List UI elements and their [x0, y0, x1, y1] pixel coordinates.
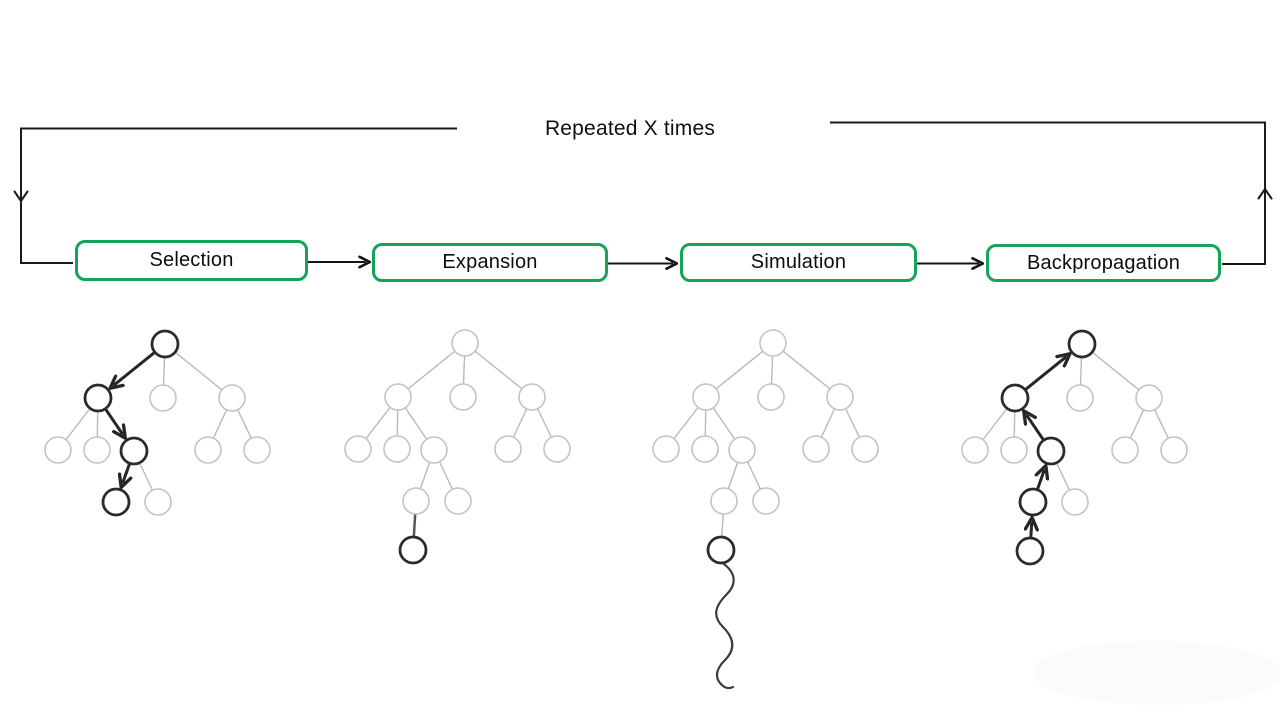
tree-node-highlighted	[119, 436, 149, 466]
tree-node	[83, 436, 111, 464]
tree-node-highlighted	[101, 487, 131, 517]
loop-arrowhead-up-icon	[1257, 188, 1273, 200]
tree-node-highlighted	[706, 535, 736, 565]
traversal-arrow	[123, 463, 130, 483]
tree-node	[728, 436, 756, 464]
phase-label-expansion: Expansion	[442, 251, 538, 273]
tree-node-highlighted	[150, 329, 180, 359]
tree-node	[543, 435, 571, 463]
corner-smudge	[1033, 641, 1280, 705]
tree-node	[826, 383, 854, 411]
tree-node	[1111, 436, 1139, 464]
tree-node	[1066, 384, 1094, 412]
tree-node	[802, 435, 830, 463]
tree-node	[692, 383, 720, 411]
tree-node	[494, 435, 522, 463]
tree-simulation	[652, 329, 879, 690]
tree-node	[1160, 436, 1188, 464]
loop-line-left	[20, 127, 457, 264]
tree-node	[144, 488, 172, 516]
tree-expansion	[344, 329, 571, 565]
tree-node	[1061, 488, 1089, 516]
tree-edge	[397, 342, 466, 398]
phase-box-selection: Selection	[75, 240, 308, 281]
tree-node	[383, 435, 411, 463]
traversal-arrow	[1026, 415, 1045, 441]
tree-node-highlighted	[1067, 329, 1097, 359]
phase-label-simulation: Simulation	[750, 251, 847, 273]
loop-arrowhead-down-icon	[13, 190, 29, 202]
tree-node	[402, 487, 430, 515]
tree-node-highlighted	[83, 383, 113, 413]
tree-node	[444, 487, 472, 515]
trees-layer	[44, 329, 1188, 690]
tree-node	[961, 436, 989, 464]
tree-node	[1135, 384, 1163, 412]
tree-node-highlighted	[1018, 487, 1048, 517]
tree-node-highlighted	[1000, 383, 1030, 413]
phase-label-backpropagation: Backpropagation	[1026, 251, 1181, 274]
traversal-arrow	[1038, 470, 1045, 490]
tree-node	[218, 384, 246, 412]
tree-selection	[44, 329, 271, 517]
tree-node-highlighted	[1036, 436, 1066, 466]
phase-box-simulation: Simulation	[680, 243, 917, 282]
simulation-squiggle	[715, 560, 735, 690]
tree-edge	[705, 342, 774, 398]
tree-node	[851, 435, 879, 463]
loop-label: Repeated X times	[544, 117, 716, 140]
tree-node	[759, 329, 787, 357]
tree-node	[752, 487, 780, 515]
tree-node	[518, 383, 546, 411]
phase-label-selection: Selection	[149, 249, 234, 271]
tree-edge	[772, 342, 841, 398]
phase-box-expansion: Expansion	[372, 243, 608, 282]
tree-node-highlighted	[398, 535, 428, 565]
tree-node	[757, 383, 785, 411]
loop-line-right	[830, 121, 1266, 265]
tree-node-highlighted	[1015, 536, 1045, 566]
tree-node	[691, 435, 719, 463]
traversal-arrow	[104, 408, 123, 435]
tree-node	[149, 384, 177, 412]
phase-box-backpropagation: Backpropagation	[986, 244, 1221, 282]
tree-node	[710, 487, 738, 515]
tree-node	[451, 329, 479, 357]
tree-node	[194, 436, 222, 464]
tree-node	[652, 435, 680, 463]
tree-node	[1000, 436, 1028, 464]
tree-node	[384, 383, 412, 411]
traversal-arrow	[1031, 522, 1032, 538]
traversal-arrow	[114, 351, 156, 386]
tree-node	[420, 436, 448, 464]
tree-node	[449, 383, 477, 411]
traversal-arrow	[1024, 357, 1067, 391]
tree-edge	[464, 342, 533, 398]
tree-node	[344, 435, 372, 463]
tree-node	[243, 436, 271, 464]
tree-node	[44, 436, 72, 464]
tree-backpropagation	[961, 329, 1188, 566]
